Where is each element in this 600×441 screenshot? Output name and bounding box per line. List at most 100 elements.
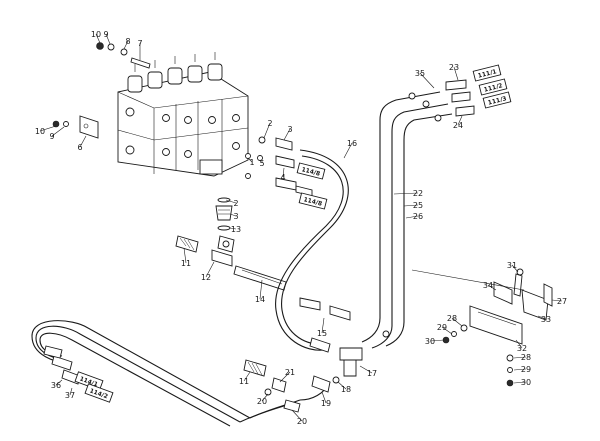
- callout-c8: 8: [125, 37, 130, 46]
- tag-plate-t1: 114/8: [296, 162, 326, 180]
- bolt-set-top: [96, 42, 151, 69]
- tag-text-t5: 111/3: [487, 95, 507, 106]
- leader-line-c30b: [513, 381, 527, 384]
- leader-line-c28a: [451, 317, 463, 327]
- callout-c37: 37: [65, 391, 75, 400]
- leader-line-c2b: [225, 199, 237, 204]
- leader-line-c26: [405, 215, 419, 219]
- callout-c32: 32: [517, 344, 527, 353]
- callout-c30a: 30: [425, 337, 435, 346]
- leader-line-c11a: [183, 247, 187, 264]
- leader-line-c13: [229, 227, 237, 230]
- valve-block: [117, 52, 249, 177]
- callout-c11b: 11: [239, 377, 249, 386]
- callout-c27: 27: [557, 297, 567, 306]
- callout-c28a: 28: [447, 314, 457, 323]
- callout-c3b: 3: [233, 212, 238, 221]
- callout-c10b: 10: [35, 127, 45, 136]
- hose-16: [275, 149, 349, 351]
- callout-c11a: 11: [181, 259, 191, 268]
- callout-c28b: 28: [521, 353, 531, 362]
- pipe-14: [233, 265, 287, 291]
- leader-line-c9a: [105, 33, 111, 45]
- callout-c22: 22: [413, 189, 423, 198]
- leader-line-c12: [205, 261, 215, 278]
- callout-c20b: 20: [297, 417, 307, 426]
- leader-line-c23: [453, 66, 459, 81]
- leader-line-c11b: [243, 371, 251, 382]
- leader-line-c32: [515, 339, 523, 349]
- callout-c25: 25: [413, 201, 423, 210]
- fittings-bottom: [243, 359, 301, 413]
- callout-c6: 6: [77, 143, 82, 152]
- leader-line-c29b: [513, 368, 527, 371]
- tag-text-t4: 111/2: [483, 82, 503, 93]
- callout-c15: 15: [317, 329, 327, 338]
- tee-17: [311, 347, 363, 393]
- leader-line-c34: [487, 284, 497, 291]
- leader-line-c10a: [95, 33, 101, 44]
- leader-line-c29a: [441, 326, 453, 335]
- leader-line-c33: [537, 315, 547, 320]
- callout-c19: 19: [321, 399, 331, 408]
- callout-c9a: 9: [103, 30, 108, 39]
- leader-line-c20b: [291, 409, 303, 422]
- leader-line-c22: [393, 192, 419, 195]
- leader-line-c10b: [39, 125, 57, 132]
- callout-c31: 31: [507, 261, 517, 270]
- callout-c17: 17: [367, 369, 377, 378]
- bracket-assembly: [411, 268, 553, 345]
- fittings-lower: [215, 197, 233, 231]
- leader-line-c18: [337, 381, 347, 390]
- leader-line-c4: [282, 167, 285, 178]
- tee-fitting: [175, 235, 235, 267]
- leader-line-c2a: [263, 122, 271, 139]
- leader-line-c8: [123, 40, 129, 50]
- fittings-15: [299, 297, 351, 353]
- leader-line-c37: [69, 387, 73, 396]
- tag-plate-t2: 114/8: [298, 192, 328, 210]
- leader-line-c35: [419, 72, 435, 89]
- leader-line-c9b: [51, 126, 65, 137]
- fittings-upper: [245, 136, 313, 197]
- callout-c33: 33: [541, 315, 551, 324]
- leader-line-c6: [79, 135, 87, 148]
- leader-line-c21: [279, 371, 291, 383]
- leader-line-c24: [457, 115, 463, 126]
- leader-line-c36: [55, 379, 63, 386]
- callout-c30b: 30: [521, 378, 531, 387]
- pipe-bundle: [361, 91, 453, 349]
- leader-line-c19: [321, 391, 327, 404]
- leader-line-c16: [343, 142, 353, 159]
- callout-c13: 13: [231, 225, 241, 234]
- callout-c4: 4: [280, 173, 285, 182]
- callout-c36: 36: [51, 381, 61, 390]
- callout-c16: 16: [347, 139, 357, 148]
- callout-c3a: 3: [287, 125, 292, 134]
- leader-line-c14: [259, 279, 263, 300]
- callout-c26: 26: [413, 212, 423, 221]
- callout-c34: 34: [483, 281, 493, 290]
- leader-line-c3b: [229, 213, 237, 217]
- leader-line-c27: [551, 299, 563, 302]
- hardware-small: [442, 324, 514, 387]
- callout-c10a: 10: [91, 30, 101, 39]
- callout-c29b: 29: [521, 365, 531, 374]
- tag-plate-t3: 111/1: [472, 64, 502, 82]
- leader-line-c30a: [429, 339, 445, 342]
- callout-c20a: 20: [257, 397, 267, 406]
- callout-c1: 1: [249, 158, 254, 167]
- leader-line-c25: [403, 204, 419, 207]
- tag-text-t1: 114/8: [301, 166, 321, 177]
- leader-line-c20a: [261, 393, 269, 402]
- tag-plate-t5: 111/3: [482, 91, 512, 109]
- leader-line-c15: [321, 317, 325, 334]
- callout-c14: 14: [255, 295, 265, 304]
- leader-line-c1: [247, 157, 253, 163]
- callout-c29a: 29: [437, 323, 447, 332]
- tag-text-t3: 111/1: [477, 68, 497, 79]
- mount-bracket-left: [52, 115, 99, 139]
- leader-line-c31: [511, 264, 519, 273]
- leader-line-c28b: [513, 356, 527, 359]
